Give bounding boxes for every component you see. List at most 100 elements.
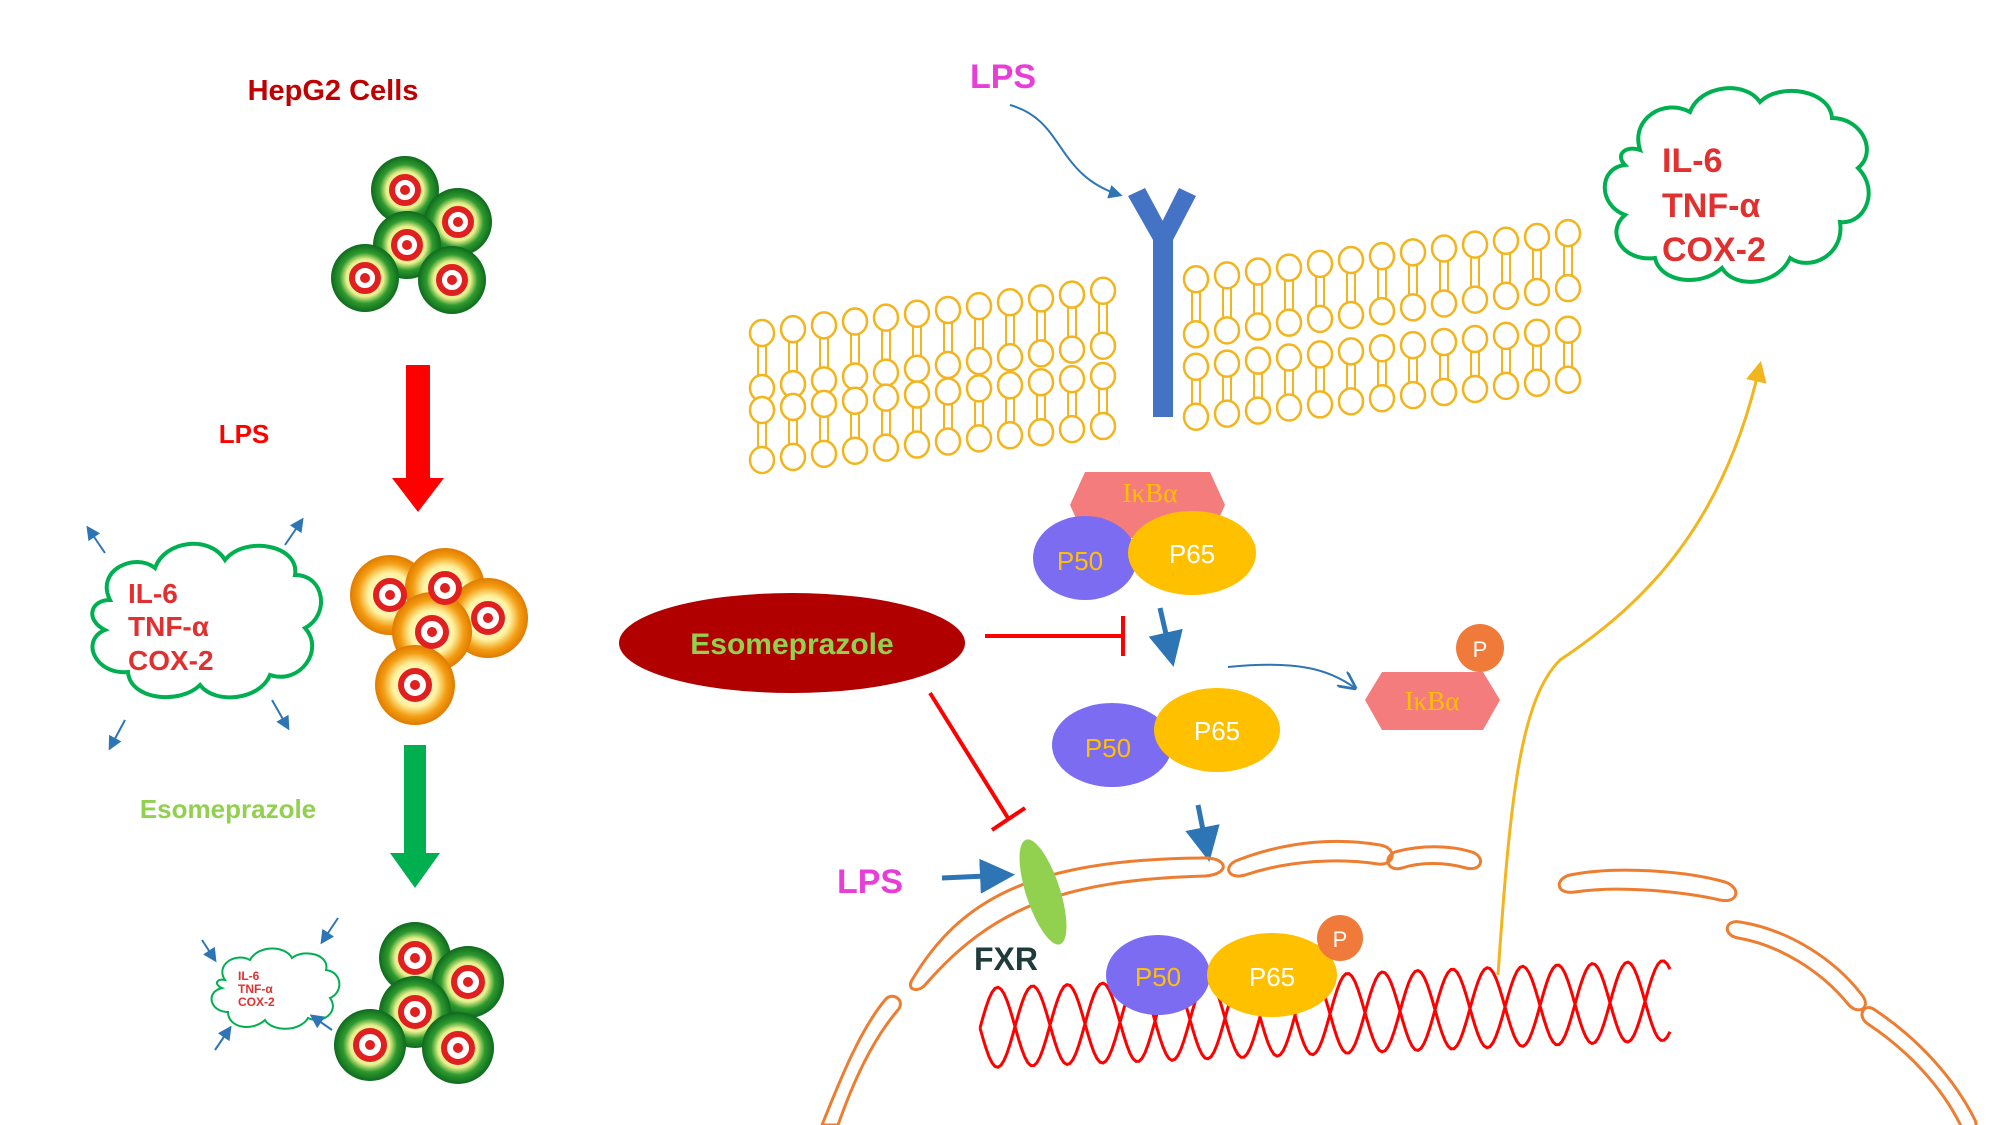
ikba-phosphorylated: IκBα P <box>1365 624 1504 730</box>
phospholipid-head <box>1058 280 1086 309</box>
fxr-label: FXR <box>974 941 1038 977</box>
phospholipid-head <box>1275 343 1303 372</box>
phospholipid-head <box>1089 276 1117 305</box>
phospholipid-head <box>1089 331 1117 360</box>
phospholipid-head <box>1182 402 1210 432</box>
complex3-p65: P65 <box>1249 962 1295 992</box>
phospholipid-head <box>1275 253 1303 282</box>
phospholipid-head <box>1430 234 1458 263</box>
phospholipid-head <box>1213 316 1241 345</box>
lps-fxr-label: LPS <box>837 863 903 901</box>
complex2-p50: P50 <box>1085 733 1131 763</box>
phospholipid-head <box>1337 300 1365 330</box>
phospholipid-head <box>810 311 838 340</box>
phospholipid-head <box>810 439 838 469</box>
phospholipid-head <box>1523 277 1551 307</box>
phospholipid-head <box>1244 346 1272 375</box>
green-cell-cluster-bottom <box>334 922 504 1084</box>
phospholipid-head <box>1461 374 1489 404</box>
phospholipid-head <box>1244 312 1272 341</box>
phospholipid-head <box>1337 337 1365 366</box>
phospholipid-head <box>1492 371 1520 401</box>
phospholipid-head <box>1430 289 1458 318</box>
phospholipid-head <box>996 421 1024 450</box>
phospholipid-head <box>1058 414 1086 444</box>
cloud-large-il6: IL-6 <box>128 578 178 609</box>
phospholipid-head <box>1399 380 1427 410</box>
phospholipid-head <box>1523 318 1551 348</box>
phospholipid-head <box>1182 319 1210 349</box>
phospholipid-head <box>1554 365 1582 394</box>
cytokine-cloud-small <box>210 947 341 1030</box>
phospholipid-head <box>1306 390 1334 419</box>
phospholipid-head <box>903 380 931 409</box>
cytokine-cloud-large <box>90 541 323 700</box>
phospholipid-head <box>1027 417 1055 447</box>
phospholipid-head <box>1244 396 1272 425</box>
cytokine-uptake-arrows <box>201 917 339 1051</box>
lps-stimulation-arrow <box>392 365 444 512</box>
output-tnfa: TNF-α <box>1662 187 1760 225</box>
complex1-p50: P50 <box>1057 546 1103 576</box>
phospholipid-head <box>1430 327 1458 357</box>
phospholipid-head <box>1213 349 1241 378</box>
phospholipid-head <box>1523 368 1551 398</box>
nfkb-complex-cytoplasmic: P50 P65 <box>1033 511 1256 600</box>
cloud-large-tnfa: TNF-α <box>128 611 209 642</box>
phospholipid-head <box>1399 330 1427 360</box>
phospholipid-head <box>1399 238 1427 267</box>
phospholipid-head <box>1368 383 1396 413</box>
phospholipid-head <box>934 295 962 325</box>
phospholipid-head <box>1368 296 1396 326</box>
phospholipid-head <box>1275 308 1303 337</box>
left-esomeprazole-label: Esomeprazole <box>140 794 316 824</box>
ikba-phospho-label: P <box>1473 637 1488 662</box>
phospholipid-head <box>1368 241 1396 271</box>
tlr-receptor <box>1128 188 1196 417</box>
nuclear-envelope <box>820 839 1978 1125</box>
cloud-large-cox2: COX-2 <box>128 645 214 676</box>
phospholipid-head <box>1492 321 1520 351</box>
hepg2-title: HepG2 Cells <box>248 75 419 107</box>
phospholipid-head <box>996 343 1024 372</box>
fxr-receptor <box>1019 839 1067 945</box>
phospholipid-head <box>965 374 993 403</box>
phospholipid-head <box>1089 411 1117 441</box>
phospholipid-head <box>1399 293 1427 322</box>
phospholipid-head <box>1461 285 1489 314</box>
phospholipid-head <box>1461 324 1489 354</box>
phospholipid-head <box>1492 281 1520 311</box>
phospholipid-head <box>1306 340 1334 369</box>
phospholipid-head <box>872 303 900 332</box>
phospholipid-head <box>1337 387 1365 416</box>
phospholipid-head <box>996 371 1024 400</box>
cloud-small-tnfa: TNF-α <box>238 982 273 996</box>
phospholipid-head <box>1492 226 1520 256</box>
phospholipid-head <box>872 433 900 462</box>
phospholipid-head <box>934 350 962 380</box>
output-il6: IL-6 <box>1662 142 1722 180</box>
inflamed-cell-cluster <box>350 548 528 725</box>
phospholipid-head <box>1182 352 1210 382</box>
translocation-arrow <box>1185 804 1220 862</box>
phospholipid-head <box>810 389 838 419</box>
phospholipid-head <box>903 299 931 329</box>
phospholipid-head <box>1430 377 1458 407</box>
phospholipid-head <box>1306 304 1334 334</box>
complex3-phospho-label: P <box>1333 927 1348 952</box>
output-cox2: COX-2 <box>1662 231 1766 269</box>
cloud-small-il6: IL-6 <box>238 969 260 983</box>
phospholipid-head <box>1554 218 1582 248</box>
complex2-p65: P65 <box>1194 716 1240 746</box>
phospholipid-head <box>1461 230 1489 259</box>
phospholipid-head <box>810 366 838 395</box>
phospholipid-head <box>748 445 776 475</box>
inhibit-fxr <box>928 691 1027 832</box>
esomeprazole-drug: Esomeprazole <box>619 593 965 693</box>
phospholipid-head <box>748 318 776 348</box>
cytokine-release-arrows <box>86 517 304 751</box>
activation-arrow-1 <box>1148 607 1183 667</box>
phospholipid-head <box>779 314 807 344</box>
output-cytokine-cloud <box>1602 86 1871 284</box>
